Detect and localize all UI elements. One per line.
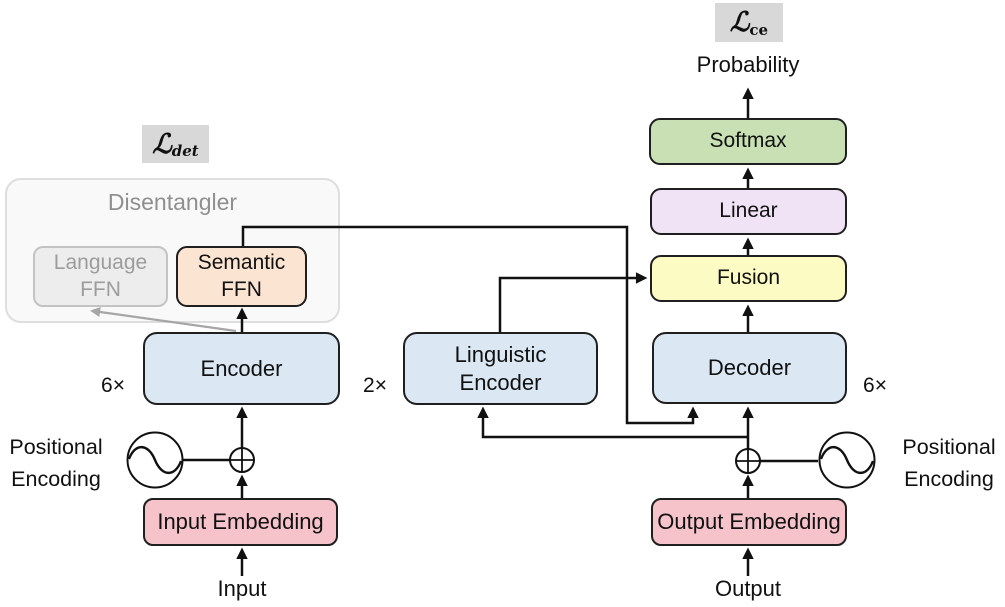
linguistic-multiplier-label: 2× bbox=[363, 374, 387, 397]
wire-encoder-to-language-ffn bbox=[89, 306, 237, 333]
wire-semantic-ffn-to-decoder bbox=[241, 225, 699, 425]
softmax-box: Softmax bbox=[649, 118, 847, 165]
linear-box: Linear bbox=[650, 188, 847, 235]
positional-encoding-label-right: Positional Encoding bbox=[902, 435, 996, 492]
semantic-ffn-box: Semantic FFN bbox=[176, 246, 307, 307]
positional-encoding-label-left: Positional Encoding bbox=[9, 435, 103, 492]
output-label: Output bbox=[714, 576, 782, 601]
wire-branch-to-linguistic-encoder bbox=[477, 406, 748, 439]
encoder-box: Encoder bbox=[143, 332, 340, 405]
encoder-multiplier-label: 6× bbox=[101, 374, 125, 397]
loss-ce-subscript: ce bbox=[749, 21, 769, 39]
fusion-box: Fusion bbox=[650, 255, 847, 302]
output-embedding-box: Output Embedding bbox=[651, 498, 847, 546]
loss-det-subscript: det bbox=[171, 142, 199, 160]
sine-wave-icon bbox=[126, 431, 184, 489]
plus-circle-icon bbox=[735, 448, 761, 474]
loss-ce-symbol: ℒ bbox=[729, 7, 750, 38]
plus-circle-icon bbox=[229, 447, 255, 473]
language-ffn-box: Language FFN bbox=[33, 246, 168, 307]
decoder-multiplier-label: 6× bbox=[863, 374, 887, 397]
probability-label: Probability bbox=[696, 52, 800, 77]
sine-wave-icon bbox=[818, 431, 876, 489]
input-embedding-box: Input Embedding bbox=[143, 498, 338, 546]
loss-det-symbol: ℒ bbox=[152, 128, 172, 160]
input-label: Input bbox=[217, 576, 267, 601]
linguistic-encoder-box: Linguistic Encoder bbox=[403, 332, 598, 405]
decoder-box: Decoder bbox=[652, 332, 847, 404]
disentangler-title: Disentangler bbox=[107, 189, 238, 215]
wire-linguistic-encoder-to-fusion bbox=[498, 272, 648, 332]
